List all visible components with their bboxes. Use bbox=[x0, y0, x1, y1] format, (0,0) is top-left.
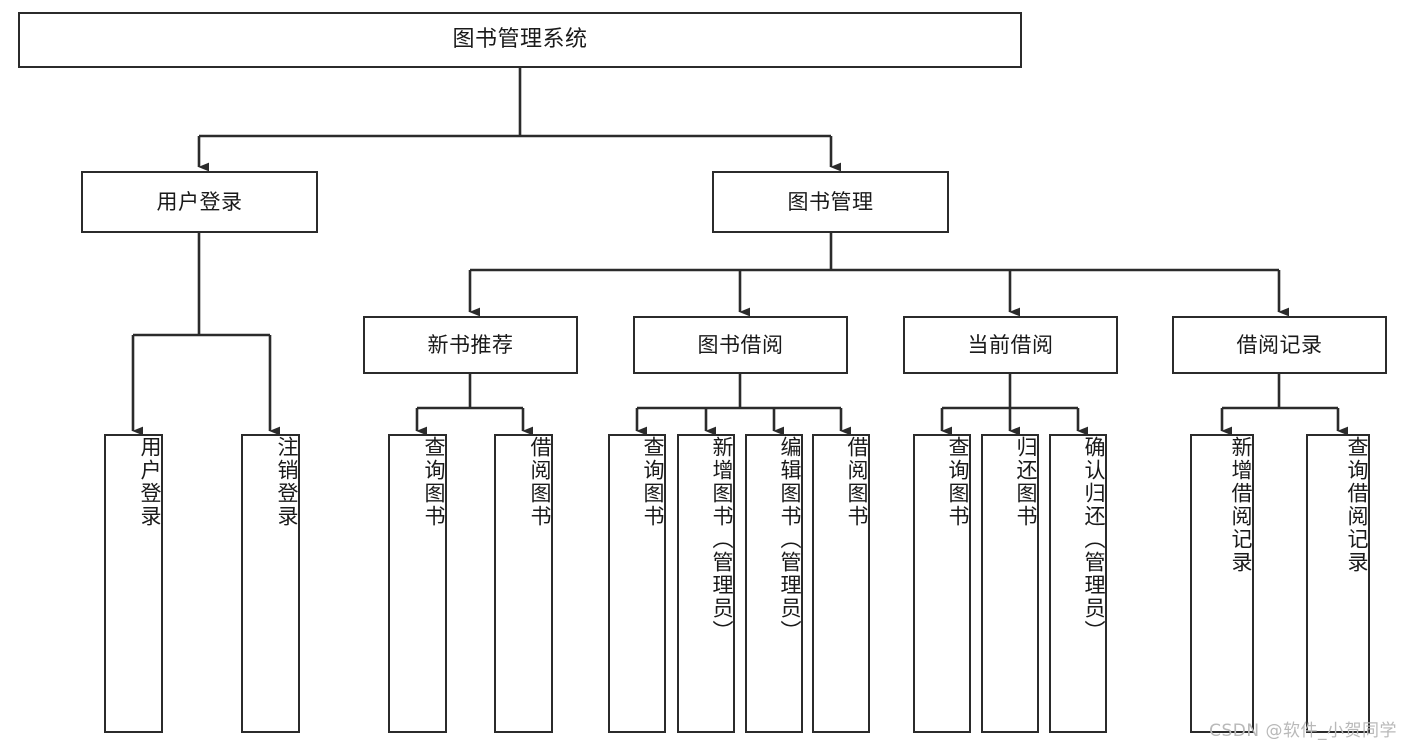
node-leaf-query-book-current[interactable]: 查询图书 bbox=[913, 434, 971, 733]
node-label: 查询图书 bbox=[946, 436, 970, 528]
node-label: 借阅图书 bbox=[845, 436, 869, 528]
node-label: 新增图书（管理员） bbox=[710, 436, 734, 643]
node-leaf-query-book-recommend[interactable]: 查询图书 bbox=[388, 434, 447, 733]
node-label: 用户登录 bbox=[138, 436, 162, 528]
node-label: 借阅记录 bbox=[1236, 332, 1323, 357]
node-leaf-logout-login[interactable]: 注销登录 bbox=[241, 434, 300, 733]
node-label: 图书管理系统 bbox=[452, 27, 588, 53]
node-label: 当前借阅 bbox=[967, 332, 1054, 357]
node-label: 确认归还（管理员） bbox=[1082, 436, 1106, 643]
node-new-book-recommend[interactable]: 新书推荐 bbox=[363, 316, 578, 374]
csdn-watermark: CSDN @软件_小贺同学 bbox=[1209, 721, 1397, 741]
node-book-management-system[interactable]: 图书管理系统 bbox=[18, 12, 1022, 68]
node-label: 编辑图书（管理员） bbox=[778, 436, 802, 643]
node-label: 归还图书 bbox=[1014, 436, 1038, 528]
node-label: 图书借阅 bbox=[697, 332, 784, 357]
node-label: 借阅图书 bbox=[528, 436, 552, 528]
node-leaf-add-book-admin[interactable]: 新增图书（管理员） bbox=[677, 434, 735, 733]
node-borrow-record[interactable]: 借阅记录 bbox=[1172, 316, 1387, 374]
node-label: 查询借阅记录 bbox=[1345, 436, 1369, 574]
node-label: 图书管理 bbox=[787, 189, 874, 214]
node-book-borrow[interactable]: 图书借阅 bbox=[633, 316, 848, 374]
node-leaf-confirm-return-admin[interactable]: 确认归还（管理员） bbox=[1049, 434, 1107, 733]
node-label: 新书推荐 bbox=[427, 332, 514, 357]
node-leaf-edit-book-admin[interactable]: 编辑图书（管理员） bbox=[745, 434, 803, 733]
node-label: 新增借阅记录 bbox=[1229, 436, 1253, 574]
node-leaf-return-book[interactable]: 归还图书 bbox=[981, 434, 1039, 733]
node-book-management[interactable]: 图书管理 bbox=[712, 171, 949, 233]
node-leaf-borrow-book[interactable]: 借阅图书 bbox=[812, 434, 870, 733]
node-label: 查询图书 bbox=[422, 436, 446, 528]
node-label: 注销登录 bbox=[275, 436, 299, 528]
node-leaf-borrow-book-recommend[interactable]: 借阅图书 bbox=[494, 434, 553, 733]
node-label: 查询图书 bbox=[641, 436, 665, 528]
node-leaf-query-borrow-record[interactable]: 查询借阅记录 bbox=[1306, 434, 1370, 733]
node-current-borrow[interactable]: 当前借阅 bbox=[903, 316, 1118, 374]
node-leaf-user-login[interactable]: 用户登录 bbox=[104, 434, 163, 733]
node-user-login[interactable]: 用户登录 bbox=[81, 171, 318, 233]
node-leaf-add-borrow-record[interactable]: 新增借阅记录 bbox=[1190, 434, 1254, 733]
node-label: 用户登录 bbox=[156, 189, 243, 214]
node-leaf-query-book-borrow[interactable]: 查询图书 bbox=[608, 434, 666, 733]
